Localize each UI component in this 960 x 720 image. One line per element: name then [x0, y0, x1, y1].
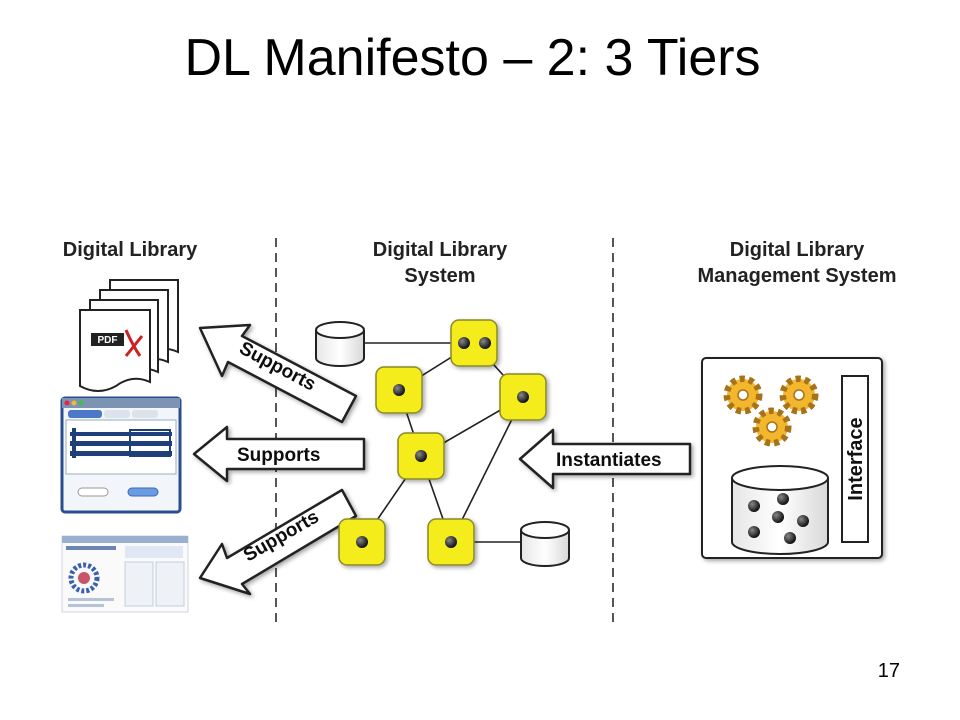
application-window-icon	[60, 396, 182, 514]
service-node-right[interactable]	[499, 373, 547, 421]
column-header-digital-library: Digital Library	[63, 239, 198, 261]
database-cylinder-icon	[315, 321, 365, 367]
supports-label-middle: Supports	[237, 445, 320, 466]
interface-label: Interface	[845, 417, 867, 500]
slide-number: 17	[877, 660, 900, 682]
interface-panel[interactable]: Interface	[841, 375, 869, 543]
web-page-thumbnail-icon	[61, 535, 189, 613]
column-header-dls-line2: System	[404, 265, 475, 287]
gear-icon	[779, 375, 819, 415]
gear-icon	[752, 407, 792, 447]
column-header-dlms-line2: Management System	[698, 265, 897, 287]
service-node-top[interactable]	[450, 319, 498, 367]
slide-title: DL Manifesto – 2: 3 Tiers	[184, 29, 761, 87]
database-cylinder-icon	[520, 521, 570, 567]
instantiates-label: Instantiates	[556, 450, 662, 471]
document-stack-icon: PDF	[79, 279, 179, 392]
instantiates-arrow[interactable]: Instantiates	[518, 428, 692, 490]
supports-arrow-bottom[interactable]: Supports	[198, 488, 358, 596]
pdf-label: PDF	[98, 335, 118, 346]
column-header-dlms-line1: Digital Library	[730, 239, 865, 261]
repository-cylinder-icon	[731, 465, 829, 555]
service-node-left[interactable]	[375, 366, 423, 414]
gear-icon	[723, 375, 763, 415]
service-node-center[interactable]	[397, 432, 445, 480]
service-node-bottom-left[interactable]	[338, 518, 386, 566]
supports-arrow-middle[interactable]: Supports	[192, 425, 366, 483]
column-header-dls-line1: Digital Library	[373, 239, 508, 261]
service-node-bottom-right[interactable]	[427, 518, 475, 566]
